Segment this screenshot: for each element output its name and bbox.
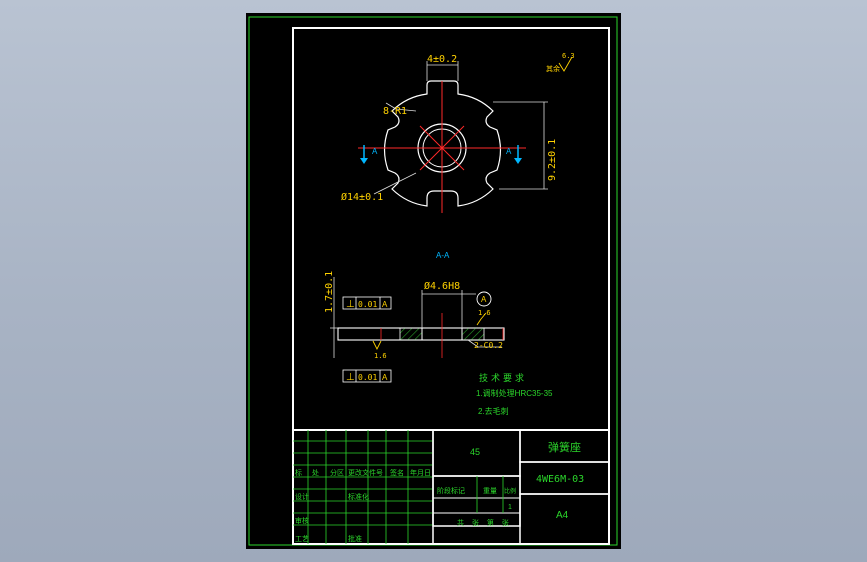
dim-diameter: Ø14±0.1 [341,191,383,203]
tolerance-frame-top: ⊥ 0.01 A [342,296,392,310]
centerline-diag-2 [419,125,465,171]
tb-standardization: 标准化 [348,492,369,501]
tb-rev-2: 处 [312,468,319,477]
tb-approve: 批准 [348,534,362,543]
dim-diameter-leader [373,172,417,195]
section-label: A-A [436,251,450,260]
hatch-right [461,327,485,341]
dim-bore: Ø4.6H8 [424,280,460,292]
tb-ratio-value: 1 [508,504,512,511]
dim-radius-leader [395,108,417,112]
tb-sheet-size-cell [519,493,610,545]
tb-weight-label: 重量 [483,487,497,495]
section-letter-left: A [372,147,378,156]
tb-design: 设计 [295,492,309,501]
datum-circle [476,291,492,307]
tb-stage-cell [432,475,521,527]
dim-thickness: 1.7±0.1 [324,271,335,313]
tb-rev-6: 年月日 [410,468,431,477]
tb-sheet-count: 共 张 第 张 [457,518,512,527]
tolerance-frame-bottom: ⊥ 0.01 A [342,369,392,383]
top-view: 4±0.2 8-R1 9.2±0.1 Ø14±0.1 A A 6.3 其余 [341,52,575,213]
section-view: A-A Ø4.6H8 A 1.7±0.1 ⊥ 0.01 A [324,251,505,383]
tb-rev-4: 更改文件号 [348,468,383,477]
hatch-left [399,327,423,341]
inner-frame [292,27,610,545]
tb-title: 弹簧座 [548,440,581,454]
section-letter-right: A [506,147,512,156]
section-marker-left: A [360,145,378,164]
roughness-bottom: 1.6 [374,352,387,360]
tol-top-value: 0.01 [358,300,377,309]
roughness-value: 6.3 [562,52,575,60]
tol-top-symbol: ⊥ [346,299,355,310]
tb-stage-label: 阶段标记 [437,486,465,495]
spring-seat-outline [384,80,501,207]
tech-heading: 技术要求 [479,372,527,383]
chamfer-note: 2-C0.2 [474,341,503,350]
tech-requirements: 技术要求 1.调制处理HRC35-35 2.去毛刺 [476,372,553,416]
tol-top-datum: A [382,300,388,309]
tol-bottom-value: 0.01 [358,373,377,382]
cad-drawing: 4±0.2 8-R1 9.2±0.1 Ø14±0.1 A A 6.3 其余 [248,16,618,546]
tb-review: 审核 [295,516,309,525]
dim-slot-width: 4±0.2 [427,54,457,65]
tol-bottom-symbol: ⊥ [346,372,355,383]
tb-process: 工艺 [295,535,309,543]
roughness-note: 其余 [546,64,560,73]
tb-rev-5: 签名 [390,468,404,477]
tech-item-1: 1.调制处理HRC35-35 [476,388,553,398]
drawing-sheet: 4±0.2 8-R1 9.2±0.1 Ø14±0.1 A A 6.3 其余 [246,13,621,549]
tb-sheet-size: A4 [556,510,569,521]
chamfer-leader [467,339,479,348]
section-marker-right: A [506,145,522,164]
title-block: 标 处 分区 更改文件号 签名 年月日 设计 标准化 审核 工艺 批准 45 阶… [292,429,610,545]
tb-material: 45 [470,447,480,457]
dim-height: 9.2±0.1 [547,139,558,181]
tech-item-2: 2.去毛刺 [478,406,509,416]
roughness-right: 1.6 [478,309,491,317]
roughness-symbol-section-top: 1.6 [476,309,491,326]
tb-rev-1: 标 [295,468,302,477]
tb-left-grid [292,429,434,545]
roughness-symbol-general: 6.3 其余 [546,52,575,73]
tb-rev-3: 分区 [330,468,344,477]
datum-letter: A [481,295,487,304]
tb-drawing-number: 4WE6M-03 [536,474,584,485]
roughness-symbol-section-bottom: 1.6 [372,340,387,360]
dim-radius-leader-2 [385,102,397,110]
tb-ratio-label: 比例 [504,487,516,495]
tol-bottom-datum: A [382,373,388,382]
dim-radius: 8-R1 [383,106,407,117]
